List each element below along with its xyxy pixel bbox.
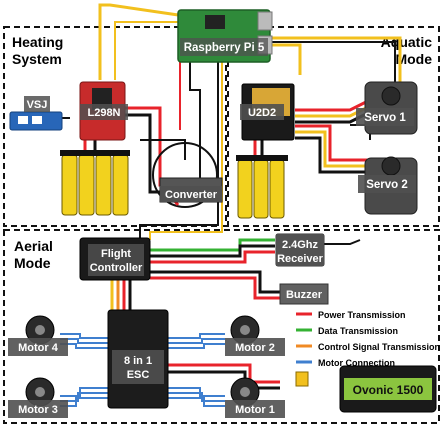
l298n-label-bg — [80, 104, 128, 120]
esc-label-bg — [112, 350, 164, 384]
servo1-label: Servo 1 — [364, 112, 406, 124]
vsj-socket-b — [32, 116, 42, 124]
esc-battery-black — [168, 370, 280, 390]
receiver-label-line1: 2.4Ghz — [282, 239, 319, 251]
u2d2-servo1-red — [295, 98, 371, 112]
u2d2-servo2-yellow — [295, 130, 370, 168]
legend: Power Transmission Data Transmission Con… — [296, 310, 440, 368]
pi-to-fc-black-wire — [139, 62, 219, 240]
servo2-label-bg — [358, 175, 416, 193]
fc-receiver-black — [150, 244, 275, 258]
motor4-body — [25, 315, 55, 345]
converter-label-bg — [160, 186, 222, 202]
aerial-battery-text: Ovonic 1500 — [353, 383, 424, 397]
receiver-label-line2: Receiver — [277, 253, 324, 265]
motor4-label: Motor 4 — [18, 342, 59, 354]
converter-coil-wire — [152, 142, 218, 208]
vsj-label-bg — [24, 96, 50, 112]
servo2-horn — [381, 156, 401, 176]
flight-controller-label-line2: Controller — [90, 262, 143, 274]
aerial-title-line1: Aerial — [14, 238, 53, 254]
pi-to-fc-yellow-wire — [149, 62, 223, 240]
servo1-horn — [381, 86, 401, 106]
aerial-title-line2: Mode — [14, 255, 51, 271]
buzzer-label: Buzzer — [286, 289, 323, 301]
u2d2-servo2-red — [295, 124, 370, 162]
motor2-label-bg — [225, 338, 285, 356]
l298n-label: L298N — [87, 107, 120, 119]
vsj-label: VSJ — [27, 99, 48, 111]
esc-motor4-wire-a — [60, 333, 108, 339]
flight-controller-label-line1: Flight — [101, 248, 131, 260]
motor1-body — [230, 377, 260, 407]
receiver-antenna — [320, 239, 361, 245]
raspberry-pi-label: Raspberry Pi 5 — [184, 42, 265, 54]
motor2-body — [230, 315, 260, 345]
motor3-body — [25, 377, 55, 407]
esc-motor2-wire-a — [168, 333, 225, 339]
vsj-socket-a — [18, 116, 28, 124]
esc-battery-red — [168, 363, 280, 384]
esc-label-line2: ESC — [127, 369, 150, 381]
legend-label-motor: Motor Connection — [318, 358, 395, 368]
u2d2-label-bg — [240, 104, 284, 120]
pi-to-servo-black-wire — [268, 41, 396, 85]
esc-motor2-wire-c — [168, 343, 225, 349]
u2d2-label: U2D2 — [248, 107, 276, 119]
esc-label-line1: 8 in 1 — [124, 355, 152, 367]
motor3-label-bg — [8, 400, 68, 418]
pi-chip — [205, 15, 225, 29]
esc-motor1-wire-c — [168, 397, 225, 407]
raspberry-pi-label-bg — [180, 38, 268, 56]
esc-motor4-wire-b — [60, 338, 108, 344]
motor3-label: Motor 3 — [18, 404, 58, 416]
aquatic-battery-pack — [236, 155, 288, 219]
fc-receiver-red — [150, 250, 275, 264]
fc-buzzer-red — [150, 276, 280, 300]
legend-label-control: Control Signal Transmission — [318, 342, 440, 352]
buzzer-module — [279, 283, 329, 305]
heating-title-line2: System — [12, 51, 62, 67]
pi-usb-port — [257, 11, 273, 31]
motor1-label-bg — [225, 400, 285, 418]
aerial-battery-label-area — [344, 378, 432, 400]
u2d2-servo2-black — [295, 136, 370, 174]
motor1-label: Motor 1 — [235, 404, 275, 416]
converter-input-wire — [140, 139, 186, 160]
pi-to-l298n-yellow-wire-2 — [114, 21, 178, 80]
legend-label-data: Data Transmission — [318, 326, 398, 336]
esc-motor2-wire-b — [168, 338, 225, 344]
motor2-label: Motor 2 — [235, 342, 275, 354]
aerial-section-box — [3, 229, 440, 424]
flight-controller-label-bg — [88, 244, 144, 276]
legend-label-power: Power Transmission — [318, 310, 406, 320]
servo2-label: Servo 2 — [366, 179, 408, 191]
aquatic-title-line2: Mode — [395, 51, 432, 67]
fc-buzzer-black — [150, 270, 280, 294]
heating-title-line1: Heating — [12, 34, 63, 50]
servo1-label-bg — [356, 108, 414, 126]
pi-to-l298n-yellow-wire — [98, 3, 186, 80]
receiver-label-bg — [276, 234, 324, 266]
pi-to-servo-yellow-wire — [268, 36, 402, 85]
aquatic-section-box — [227, 26, 440, 227]
converter-label: Converter — [165, 189, 218, 201]
heating-battery-pack — [60, 150, 130, 216]
pi-to-u2d2-yellow-wire — [268, 43, 302, 75]
battery-xt60-connector — [295, 371, 309, 387]
motor4-label-bg — [8, 338, 68, 356]
